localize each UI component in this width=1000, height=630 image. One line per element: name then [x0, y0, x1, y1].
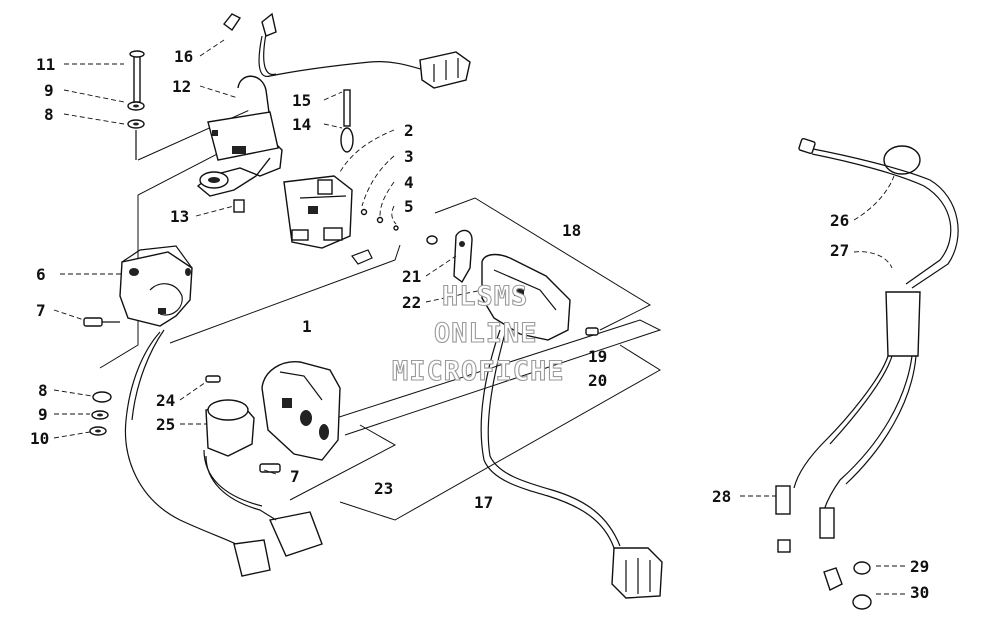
small-parts-3-5 — [351, 208, 399, 265]
callout-labels: 1 2 3 4 5 6 7 7 8 8 9 9 10 11 12 13 14 1… — [30, 47, 929, 602]
callout-5: 5 — [404, 197, 414, 216]
callout-15: 15 — [292, 91, 311, 110]
callout-3: 3 — [404, 147, 414, 166]
throttle-cable-harness — [223, 12, 471, 153]
assembly-frames — [99, 107, 662, 521]
callout-8-upper: 8 — [44, 105, 54, 124]
throttle-lever — [196, 75, 283, 197]
watermark-line-1: HLSMS — [442, 281, 528, 312]
callout-6: 6 — [36, 265, 46, 284]
handlebar-switch-housing — [205, 361, 341, 473]
callout-12: 12 — [172, 77, 191, 96]
callout-8-lower: 8 — [38, 381, 48, 400]
callout-4: 4 — [404, 173, 414, 192]
callout-23: 23 — [374, 479, 393, 498]
switch-assembly-2 — [283, 175, 353, 249]
callout-21: 21 — [402, 267, 421, 286]
callout-29: 29 — [910, 557, 929, 576]
callout-25: 25 — [156, 415, 175, 434]
callout-1: 1 — [302, 317, 312, 336]
callout-27: 27 — [830, 241, 849, 260]
callout-28: 28 — [712, 487, 731, 506]
callout-24: 24 — [156, 391, 175, 410]
callout-9-upper: 9 — [44, 81, 54, 100]
watermark-line-2: ONLINE — [434, 318, 538, 349]
watermark: HLSMS ONLINE MICROFICHE — [391, 280, 565, 387]
washers-lower — [89, 391, 112, 436]
callout-17: 17 — [474, 493, 493, 512]
leader-lines — [53, 39, 906, 595]
spring-13 — [233, 199, 245, 213]
callout-9-lower: 9 — [38, 405, 48, 424]
callout-26: 26 — [830, 211, 849, 230]
right-switch-assembly — [426, 229, 599, 341]
callout-13: 13 — [170, 207, 189, 226]
callout-2: 2 — [404, 121, 414, 140]
callout-30: 30 — [910, 583, 929, 602]
callout-22: 22 — [402, 293, 421, 312]
pin-and-washers-top — [127, 50, 145, 160]
left-wire-harness — [124, 329, 323, 577]
callout-7-upper: 7 — [36, 301, 46, 320]
callout-16: 16 — [174, 47, 193, 66]
callout-20: 20 — [588, 371, 607, 390]
callout-18: 18 — [562, 221, 581, 240]
callout-10: 10 — [30, 429, 49, 448]
screw-7-upper — [83, 317, 120, 327]
callout-14: 14 — [292, 115, 311, 134]
heated-grip-harness — [775, 137, 959, 610]
callout-19: 19 — [588, 347, 607, 366]
callout-7-lower: 7 — [290, 467, 300, 486]
switch-housing-left — [119, 245, 193, 327]
right-wire-harness — [480, 329, 663, 599]
callout-11: 11 — [36, 55, 55, 74]
watermark-line-3: MICROFICHE — [392, 356, 565, 387]
